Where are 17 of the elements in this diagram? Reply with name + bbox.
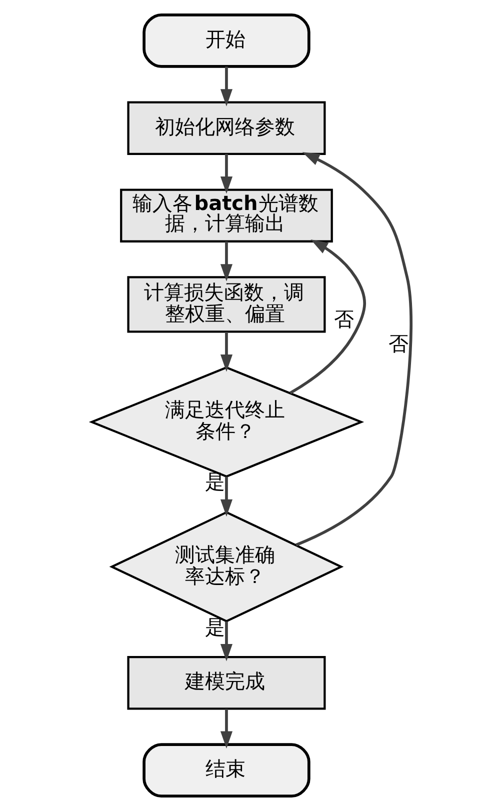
arrow [220, 241, 232, 282]
node-box: 开始 [142, 13, 310, 68]
arrow [220, 622, 232, 662]
node-box: 输入各batch光谱数据，计算输出 [120, 188, 332, 242]
arrow [295, 152, 412, 546]
arrow [220, 332, 232, 372]
node-box: 建模完成 [126, 656, 326, 710]
node-box: 初始化网络参数 [126, 101, 326, 155]
arrow [220, 154, 232, 194]
arrow [220, 708, 232, 749]
arrow [220, 66, 232, 106]
node-box: 计算损失函数，调整权重、偏置 [126, 276, 326, 333]
arrow [220, 476, 232, 517]
arrow [289, 239, 366, 394]
node-box: 结束 [142, 743, 310, 798]
edge-label: 否 [334, 307, 354, 332]
edge-label: 否 [388, 332, 408, 356]
